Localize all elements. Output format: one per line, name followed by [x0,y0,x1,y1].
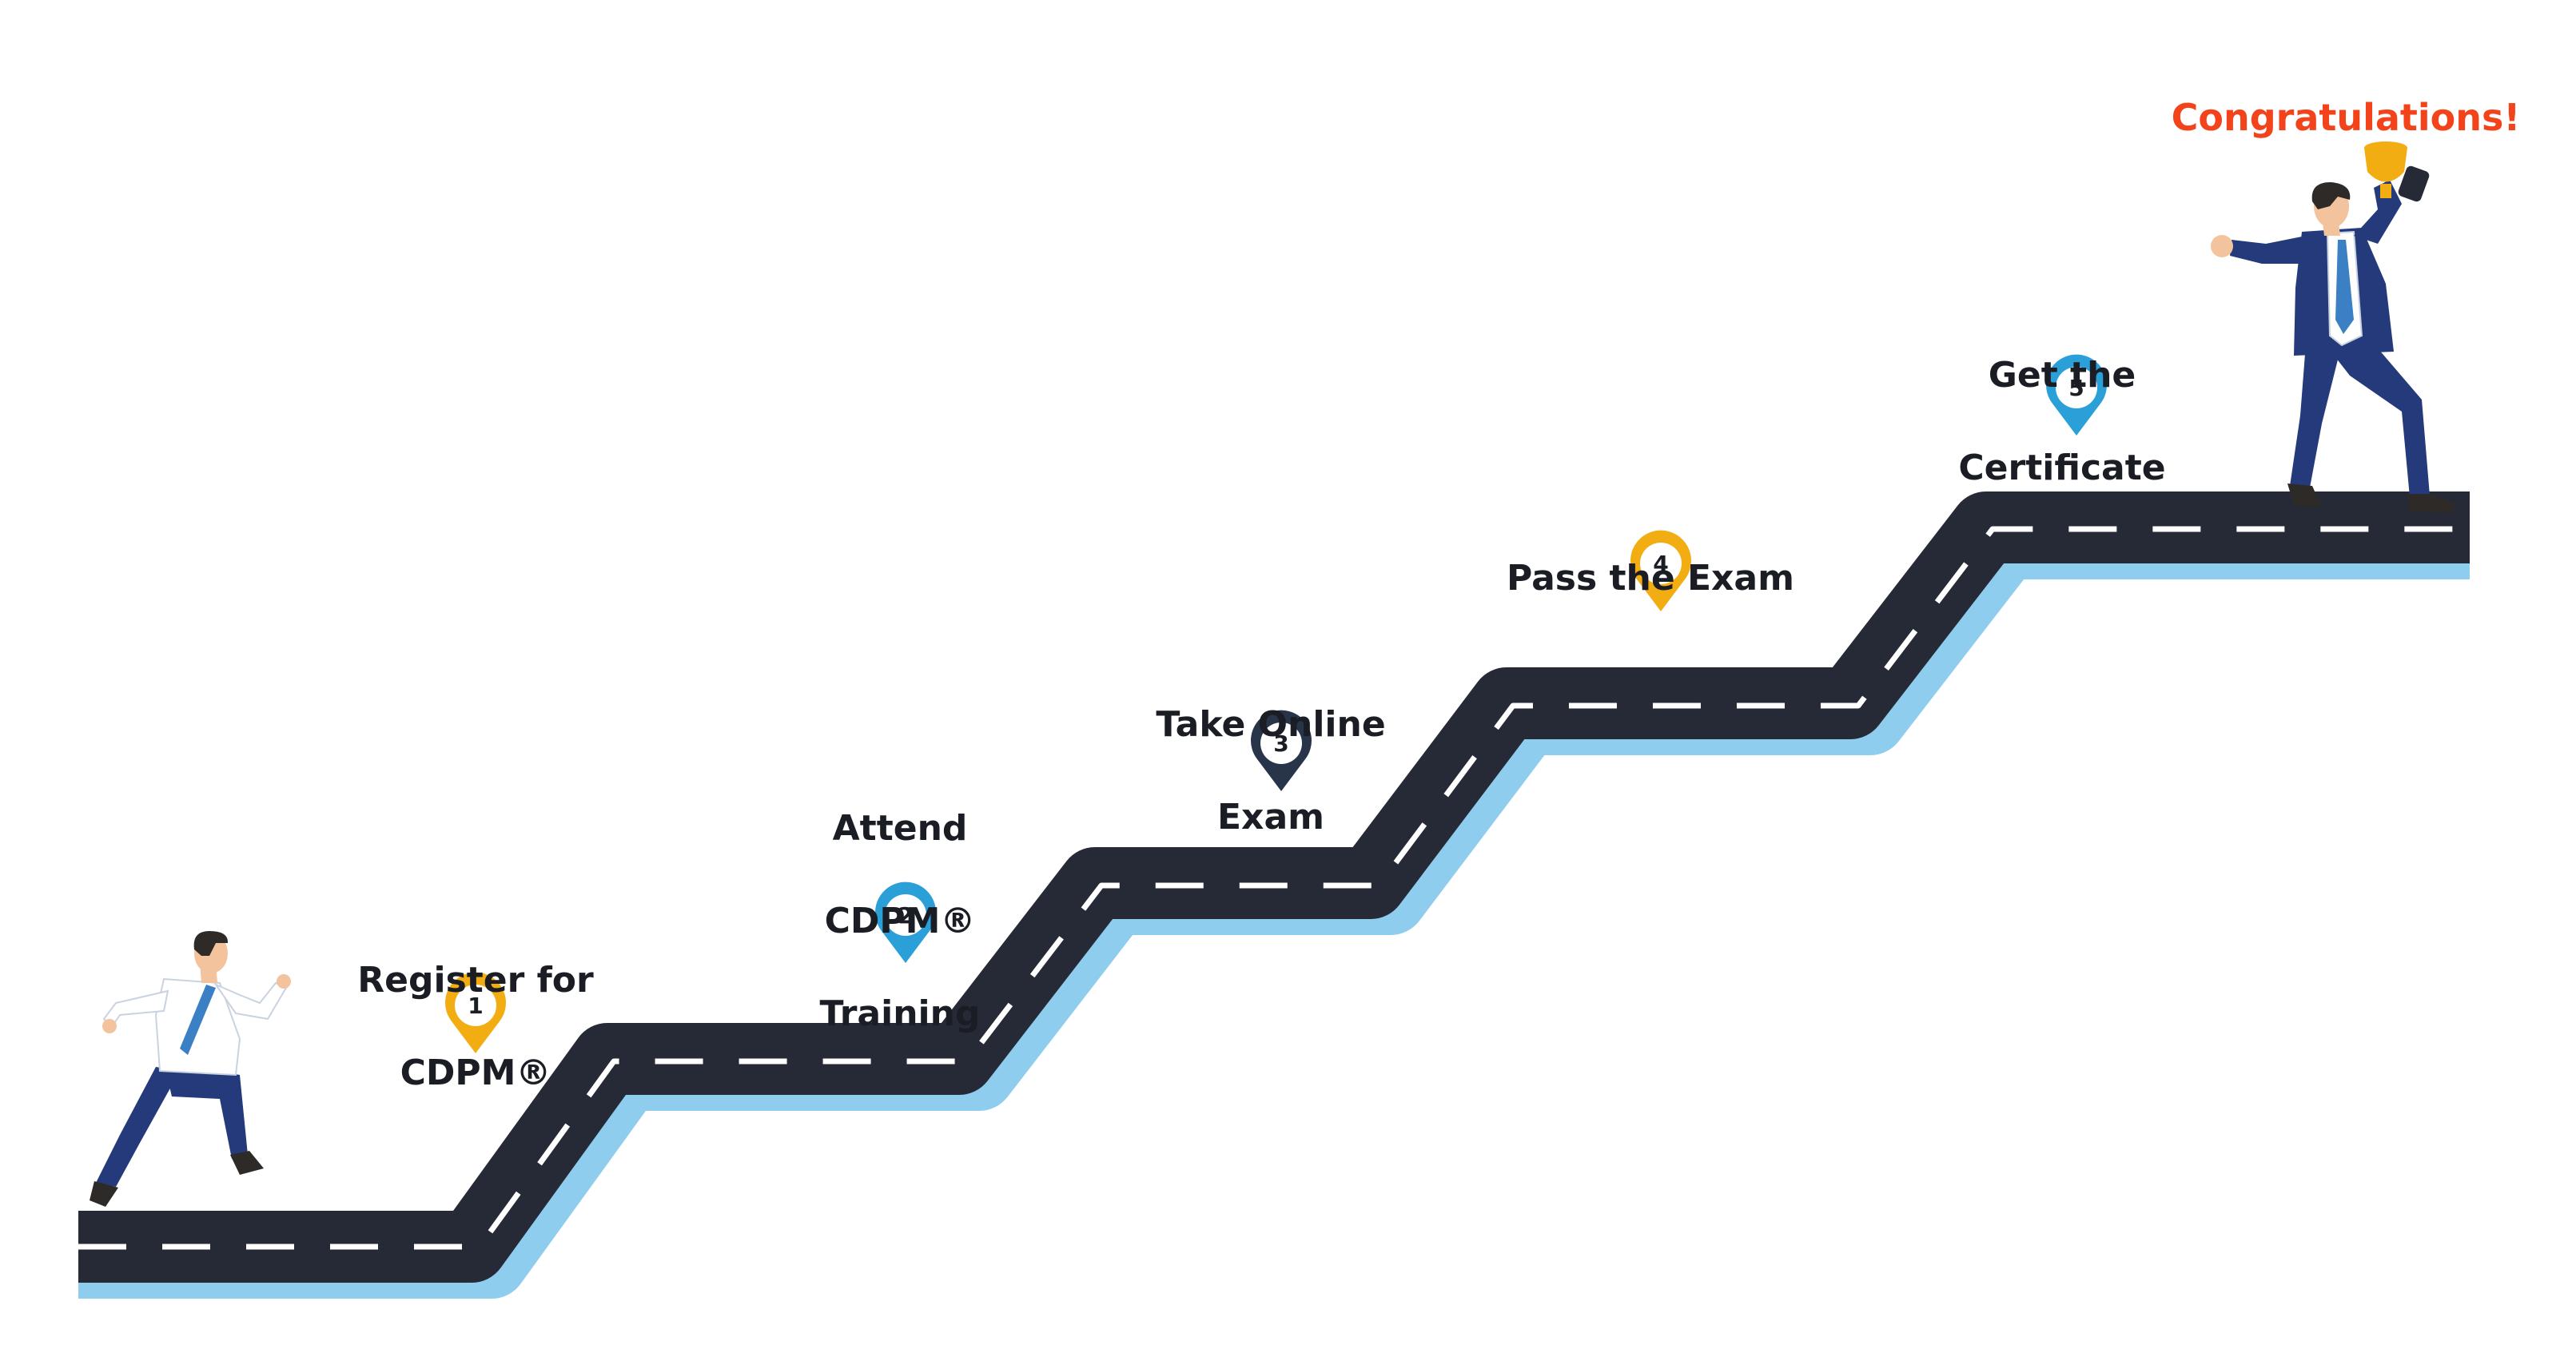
step-1-label-line-2: CDPM® [400,1053,551,1093]
congratulations-heading: Congratulations! [2171,96,2521,139]
step-5-number: 5 [2068,375,2084,401]
trophy-icon [2364,141,2430,202]
winner-front-leg [2322,340,2430,497]
step-1-pin-icon: 1 [445,972,507,1053]
step-4-pin-icon: 4 [1630,530,1691,611]
running-businessman-illustration [90,931,291,1207]
step-1-label-line-1: Register for [357,960,594,1001]
road-lane-markings [78,526,2470,1250]
step-4-label-line-1: Pass the Exam [1507,558,1794,599]
staircase-road [78,491,2470,1299]
step-1-number: 1 [468,993,483,1019]
runner-back-shoe [90,1181,118,1207]
step-1-label: Register for CDPM® [357,911,593,1143]
runner-back-hand [102,1019,117,1033]
step-2-number: 2 [898,902,913,929]
step-4-pin-center [1640,543,1682,584]
winner-front-shoe [2407,494,2455,513]
runner-front-leg [164,1063,248,1159]
step-5-pin-icon: 5 [2045,354,2108,436]
step-2-label: Attend CDPM® Training [820,759,981,1084]
runner-tie [180,985,216,1055]
step-5-pin-center [2056,367,2097,408]
step-5-label-line-1: Get the [1988,355,2136,396]
step-5-label: Get the Certificate [1958,306,2165,538]
step-5-label-line-2: Certificate [1958,448,2166,488]
step-4-label: Pass the Exam [1507,509,1794,648]
step-3-label: Take Online Exam [1156,655,1385,887]
step-3-pin-center [1260,722,1302,764]
winner-back-shoe [2287,484,2322,507]
winner-extended-arm [2230,236,2306,264]
celebrating-businessman-illustration [2211,141,2455,513]
step-3-pin-icon: 3 [1251,710,1312,791]
winner-raised-arm [2354,180,2402,244]
step-3-label-line-1: Take Online [1156,704,1386,745]
runner-back-leg [96,1067,180,1187]
road-surface [78,491,2470,1283]
runner-hair [193,931,229,956]
step-2-label-line-1: Attend [832,808,968,849]
step-2-label-line-2: CDPM® [824,901,976,941]
runner-front-shoe [230,1151,264,1175]
step-2-pin-center [885,894,926,936]
winner-hair [2311,182,2351,209]
step-4-number: 4 [1653,551,1668,577]
step-2-pin-icon: 2 [875,881,936,963]
winner-back-leg [2290,344,2342,488]
winner-hand [2211,235,2233,257]
runner-hand [277,974,291,989]
step-1-pin-center [455,985,496,1026]
winner-tie [2335,240,2354,334]
step-markers: 1 2 3 4 5 [445,354,2108,1053]
step-3-number: 3 [1273,730,1288,757]
step-2-label-line-3: Training [819,993,981,1034]
step-3-label-line-2: Exam [1217,797,1324,838]
